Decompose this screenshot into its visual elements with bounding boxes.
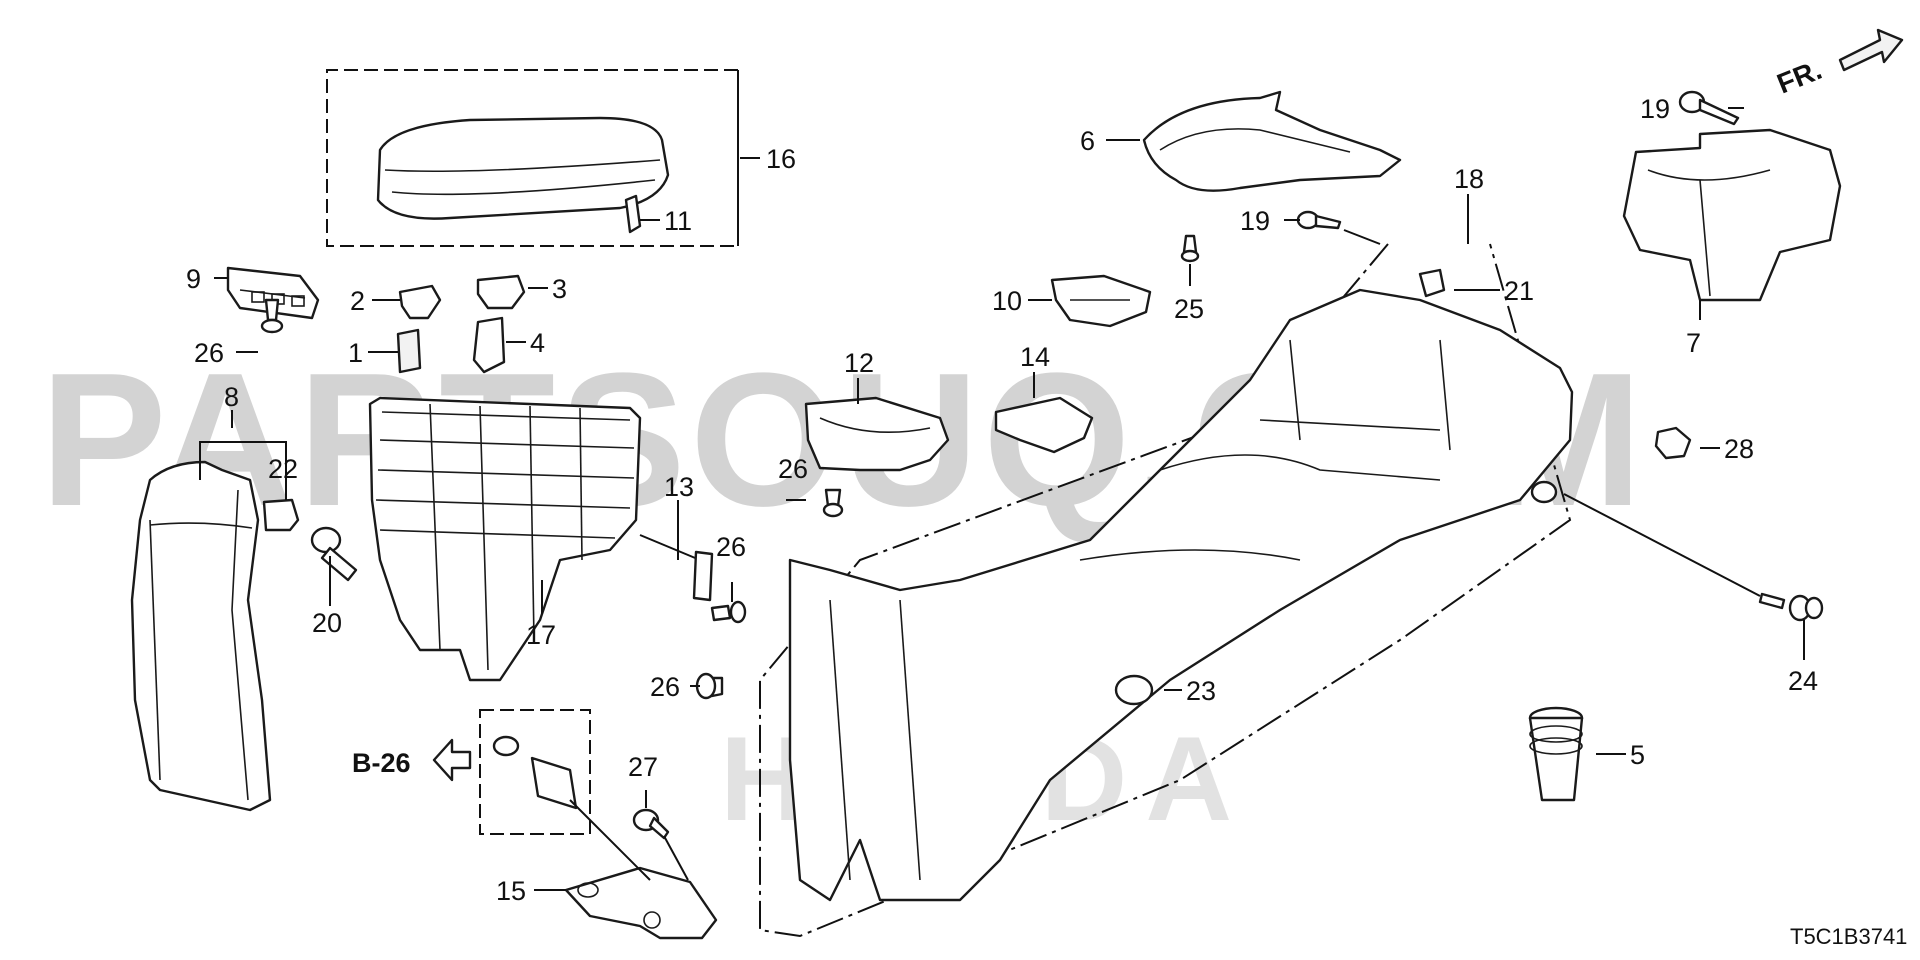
reference-box-b26 xyxy=(479,709,591,835)
part-fastener-24[interactable] xyxy=(1758,592,1824,622)
callout-27[interactable]: 27 xyxy=(628,752,658,782)
part-clip-28[interactable] xyxy=(1654,426,1692,460)
part-cup-5[interactable] xyxy=(1528,706,1584,802)
callout-1[interactable]: 1 xyxy=(348,338,363,368)
part-bezel-12[interactable] xyxy=(804,396,950,472)
part-clip-1[interactable] xyxy=(396,328,422,374)
callout-7[interactable]: 7 xyxy=(1686,328,1701,358)
callout-13[interactable]: 13 xyxy=(664,472,694,502)
callout-9[interactable]: 9 xyxy=(186,264,201,294)
part-center-console[interactable] xyxy=(759,243,1574,938)
part-screw-19-a[interactable] xyxy=(1296,210,1342,230)
callout-22[interactable]: 22 xyxy=(268,454,298,484)
screw-26-a[interactable] xyxy=(260,298,284,334)
callout-19-a[interactable]: 19 xyxy=(1240,206,1270,236)
callout-23[interactable]: 23 xyxy=(1186,676,1216,706)
part-clip-4[interactable] xyxy=(472,316,506,374)
part-bezel-10[interactable] xyxy=(1050,274,1152,328)
callout-26-b[interactable]: 26 xyxy=(778,454,808,484)
part-console-box[interactable] xyxy=(368,396,642,682)
part-bracket-15[interactable] xyxy=(564,866,718,940)
callout-20[interactable]: 20 xyxy=(312,608,342,638)
part-cover-14[interactable] xyxy=(994,396,1094,454)
callout-26-d[interactable]: 26 xyxy=(650,672,680,702)
callout-2[interactable]: 2 xyxy=(350,286,365,316)
callout-28[interactable]: 28 xyxy=(1724,434,1754,464)
callout-26-a[interactable]: 26 xyxy=(194,338,224,368)
callout-6[interactable]: 6 xyxy=(1080,126,1095,156)
part-bolt-27[interactable] xyxy=(632,808,670,840)
callout-8[interactable]: 8 xyxy=(224,382,239,412)
part-screw-19-b[interactable] xyxy=(1678,90,1740,126)
callout-10[interactable]: 10 xyxy=(992,286,1022,316)
callout-3[interactable]: 3 xyxy=(552,274,567,304)
part-nut-21[interactable] xyxy=(1418,268,1446,298)
callout-26-c[interactable]: 26 xyxy=(716,532,746,562)
part-clip-3[interactable] xyxy=(476,274,526,310)
reference-arrow-icon xyxy=(432,738,472,782)
callout-labels: 16 11 9 2 3 1 4 26 8 22 20 17 13 12 14 1… xyxy=(186,94,1818,906)
reference-label: B-26 xyxy=(352,748,411,778)
front-arrow-icon xyxy=(1838,28,1904,72)
screw-26-c[interactable] xyxy=(710,600,747,624)
part-side-panel[interactable] xyxy=(130,460,272,812)
part-cup-holder[interactable] xyxy=(1622,128,1842,302)
callout-11[interactable]: 11 xyxy=(664,206,692,236)
callout-14[interactable]: 14 xyxy=(1020,342,1050,372)
callout-4[interactable]: 4 xyxy=(530,328,545,358)
part-screw-25[interactable] xyxy=(1180,234,1200,263)
callout-19-b[interactable]: 19 xyxy=(1640,94,1670,124)
part-clip-2[interactable] xyxy=(398,284,442,320)
callout-5[interactable]: 5 xyxy=(1630,740,1645,770)
leader-lines xyxy=(199,107,1805,891)
callout-24[interactable]: 24 xyxy=(1788,666,1818,696)
front-indicator-label: FR. xyxy=(1773,54,1826,100)
callout-17[interactable]: 17 xyxy=(526,620,556,650)
part-armrest-lid[interactable] xyxy=(326,69,739,247)
part-shift-panel[interactable] xyxy=(1142,90,1402,192)
callout-12[interactable]: 12 xyxy=(844,348,874,378)
callout-25[interactable]: 25 xyxy=(1174,294,1204,324)
part-lid-pin[interactable] xyxy=(624,194,642,234)
callout-21[interactable]: 21 xyxy=(1504,276,1534,306)
callout-15[interactable]: 15 xyxy=(496,876,526,906)
diagram-code: T5C1B3741 xyxy=(1790,924,1907,949)
screw-26-b[interactable] xyxy=(822,488,844,518)
part-grommet-23[interactable] xyxy=(1114,674,1154,706)
part-clip-22[interactable] xyxy=(262,498,300,532)
part-cable-13[interactable] xyxy=(639,534,714,602)
screw-26-d[interactable] xyxy=(695,672,724,700)
callout-18[interactable]: 18 xyxy=(1454,164,1484,194)
callout-16[interactable]: 16 xyxy=(766,144,796,174)
